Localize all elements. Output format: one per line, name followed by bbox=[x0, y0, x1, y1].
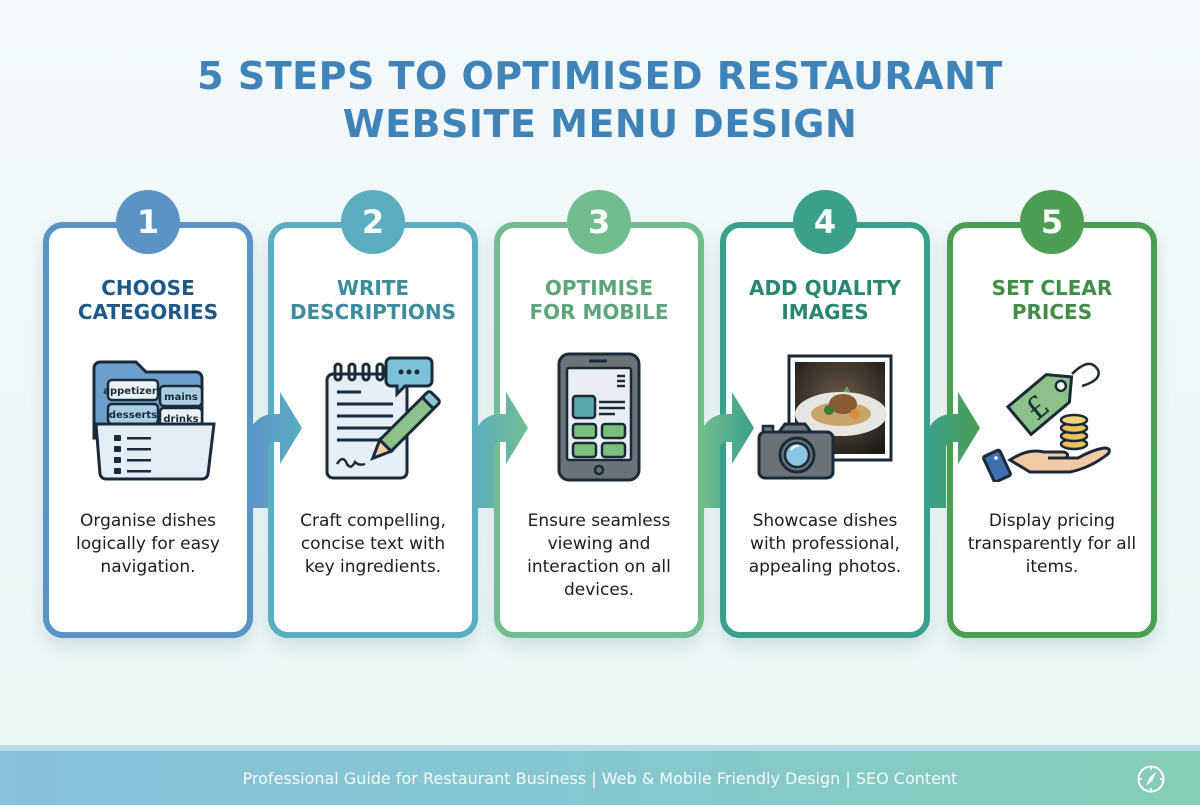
step-title: WRITE DESCRIPTIONS bbox=[274, 276, 472, 324]
step-number-badge: 4 bbox=[793, 190, 857, 254]
page-title: 5 STEPS TO OPTIMISED RESTAURANT WEBSITE … bbox=[0, 52, 1200, 148]
compass-icon bbox=[1137, 765, 1165, 793]
notepad-pencil-icon bbox=[303, 352, 443, 482]
step-card-5: 5 SET CLEAR PRICES £ Display pricing tra… bbox=[947, 190, 1157, 638]
step-title-line-2: CATEGORIES bbox=[77, 300, 219, 324]
step-number-badge: 5 bbox=[1020, 190, 1084, 254]
svg-text:mains: mains bbox=[164, 392, 198, 403]
step-title-line-2: FOR MOBILE bbox=[529, 300, 669, 324]
step-card-1: 1 CHOOSE CATEGORIES appetizers mains des… bbox=[43, 190, 253, 638]
svg-text:drinks: drinks bbox=[163, 414, 198, 425]
mobile-phone-icon bbox=[529, 352, 669, 482]
arrow-icon-2-3 bbox=[474, 392, 528, 508]
step-description: Display pricing transparently for all it… bbox=[967, 511, 1137, 577]
step-title-line-1: CHOOSE bbox=[101, 276, 195, 300]
step-title-line-2: IMAGES bbox=[781, 300, 869, 324]
arrow-icon-3-4 bbox=[700, 392, 754, 508]
step-description: Craft compelling, concise text with key … bbox=[300, 511, 446, 577]
folder-categories-icon: appetizers mains desserts drinks bbox=[78, 352, 218, 482]
step-title-line-1: ADD QUALITY bbox=[748, 276, 902, 300]
step-title-line-1: WRITE bbox=[336, 276, 410, 300]
step-title: OPTIMISE FOR MOBILE bbox=[500, 276, 698, 324]
step-title: CHOOSE CATEGORIES bbox=[49, 276, 247, 324]
arrow-icon-4-5 bbox=[926, 392, 980, 508]
step-card-4: 4 ADD QUALITY IMAGES Showca bbox=[720, 190, 930, 638]
step-title-line-1: SET CLEAR bbox=[991, 276, 1113, 300]
camera-photo-icon bbox=[755, 352, 895, 482]
step-title: ADD QUALITY IMAGES bbox=[726, 276, 924, 324]
step-title: SET CLEAR PRICES bbox=[953, 276, 1151, 324]
icon-label-appetizers: appetizers bbox=[103, 386, 163, 397]
step-title-line-2: DESCRIPTIONS bbox=[289, 300, 457, 324]
step-description: Organise dishes logically for easy navig… bbox=[76, 511, 220, 577]
price-tag-hand-icon: £ bbox=[982, 352, 1122, 484]
step-number-badge: 3 bbox=[567, 190, 631, 254]
step-description: Showcase dishes with professional, appea… bbox=[748, 511, 902, 577]
footer-bar: Professional Guide for Restaurant Busine… bbox=[0, 745, 1200, 805]
title-line-2: WEBSITE MENU DESIGN bbox=[342, 102, 858, 146]
step-number-badge: 2 bbox=[341, 190, 405, 254]
step-number-badge: 1 bbox=[116, 190, 180, 254]
title-line-1: 5 STEPS TO OPTIMISED RESTAURANT bbox=[197, 54, 1003, 98]
step-title-line-2: PRICES bbox=[1011, 300, 1093, 324]
arrow-icon-1-2 bbox=[248, 392, 302, 508]
step-description: Ensure seamless viewing and interaction … bbox=[527, 511, 671, 600]
svg-text:desserts: desserts bbox=[109, 410, 157, 421]
step-title-line-1: OPTIMISE bbox=[544, 276, 654, 300]
step-card-2: 2 WRITE DESCRIPTIONS bbox=[268, 190, 478, 638]
footer-text: Professional Guide for Restaurant Busine… bbox=[242, 769, 958, 788]
